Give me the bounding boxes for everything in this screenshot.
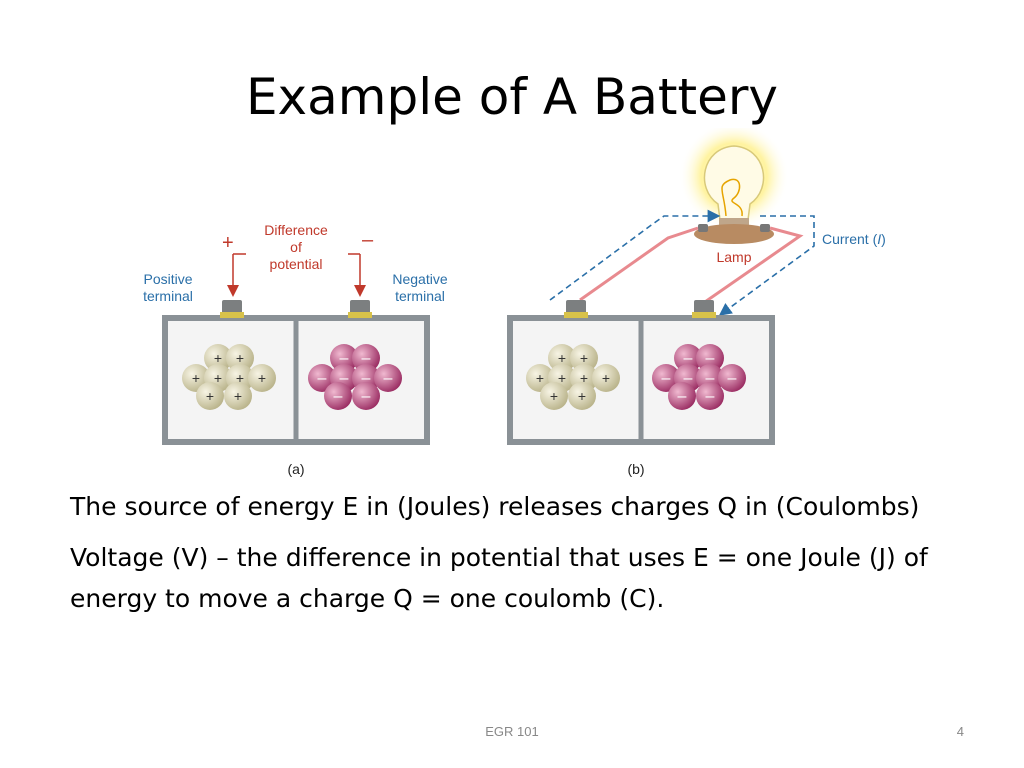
svg-text:+: + bbox=[214, 370, 222, 386]
wire-positive bbox=[579, 226, 699, 302]
svg-text:–: – bbox=[334, 388, 343, 405]
svg-text:–: – bbox=[662, 370, 671, 387]
svg-text:–: – bbox=[728, 370, 737, 387]
panel-a: ++ ++ ++ ++ –– –– –– bbox=[143, 222, 448, 477]
svg-text:+: + bbox=[550, 388, 558, 404]
minus-sign: – bbox=[362, 229, 374, 251]
lamp-label: Lamp bbox=[716, 249, 751, 265]
wire-negative bbox=[701, 226, 804, 306]
positive-charges-a: ++ ++ ++ ++ bbox=[182, 344, 276, 410]
svg-text:–: – bbox=[362, 388, 371, 405]
negative-terminal-label-line1: Negative bbox=[392, 271, 447, 287]
svg-text:+: + bbox=[602, 370, 610, 386]
lamp-base bbox=[694, 224, 774, 244]
negative-charges-b: –– –– –– –– bbox=[652, 344, 746, 410]
svg-text:–: – bbox=[362, 350, 371, 367]
svg-text:–: – bbox=[362, 370, 371, 387]
svg-text:+: + bbox=[578, 388, 586, 404]
positive-terminal-post bbox=[220, 300, 244, 318]
svg-text:+: + bbox=[236, 350, 244, 366]
svg-text:+: + bbox=[580, 350, 588, 366]
negative-terminal-post-b bbox=[692, 300, 716, 318]
svg-text:–: – bbox=[340, 370, 349, 387]
caption-b: (b) bbox=[627, 461, 644, 477]
difference-label-line2: of bbox=[290, 239, 302, 255]
svg-text:–: – bbox=[318, 370, 327, 387]
negative-terminal-label-line2: terminal bbox=[395, 288, 445, 304]
body-paragraph-voltage: Voltage (V) – the difference in potentia… bbox=[70, 543, 928, 613]
svg-text:–: – bbox=[684, 350, 693, 367]
svg-text:+: + bbox=[236, 370, 244, 386]
svg-text:–: – bbox=[706, 350, 715, 367]
svg-text:+: + bbox=[258, 370, 266, 386]
current-symbol: I bbox=[877, 231, 881, 247]
svg-text:–: – bbox=[684, 370, 693, 387]
slide-title: Example of A Battery bbox=[245, 68, 779, 126]
positive-charges-b: ++ ++ ++ ++ bbox=[526, 344, 620, 410]
panel-b: ++ ++ ++ ++ –– –– –– –– bbox=[507, 128, 886, 477]
svg-text:–: – bbox=[706, 370, 715, 387]
difference-label-line1: Difference bbox=[264, 222, 328, 238]
footer-page-number: 4 bbox=[956, 724, 964, 739]
positive-terminal-post-b bbox=[564, 300, 588, 318]
battery-diagram: ++ ++ ++ ++ –– –– –– bbox=[143, 128, 886, 477]
slide-body: The source of energy E in (Joules) relea… bbox=[70, 486, 970, 629]
current-label-prefix: Current ( bbox=[822, 231, 878, 247]
svg-text:+: + bbox=[558, 350, 566, 366]
svg-text:–: – bbox=[340, 350, 349, 367]
svg-text:–: – bbox=[384, 370, 393, 387]
svg-text:+: + bbox=[214, 350, 222, 366]
current-label-suffix: ) bbox=[881, 231, 886, 247]
positive-terminal-label-line2: terminal bbox=[143, 288, 193, 304]
svg-text:–: – bbox=[706, 388, 715, 405]
svg-text:+: + bbox=[558, 370, 566, 386]
positive-terminal-label-line1: Positive bbox=[143, 271, 192, 287]
negative-charges-a: –– –– –– –– bbox=[308, 344, 402, 410]
battery-figure: ++ ++ ++ ++ –– –– –– bbox=[120, 128, 920, 483]
negative-terminal-post bbox=[348, 300, 372, 318]
svg-text:+: + bbox=[536, 370, 544, 386]
svg-text:+: + bbox=[206, 388, 214, 404]
current-label: Current (I) bbox=[822, 231, 886, 247]
difference-label-line3: potential bbox=[270, 256, 323, 272]
plus-sign: + bbox=[222, 232, 234, 254]
body-paragraph-energy: The source of energy E in (Joules) relea… bbox=[70, 492, 920, 521]
svg-text:+: + bbox=[234, 388, 242, 404]
footer-course: EGR 101 bbox=[485, 724, 539, 739]
caption-a: (a) bbox=[287, 461, 304, 477]
current-path-left bbox=[549, 209, 721, 301]
svg-text:+: + bbox=[192, 370, 200, 386]
svg-text:–: – bbox=[678, 388, 687, 405]
lamp-bulb-icon bbox=[703, 145, 765, 228]
svg-text:+: + bbox=[580, 370, 588, 386]
